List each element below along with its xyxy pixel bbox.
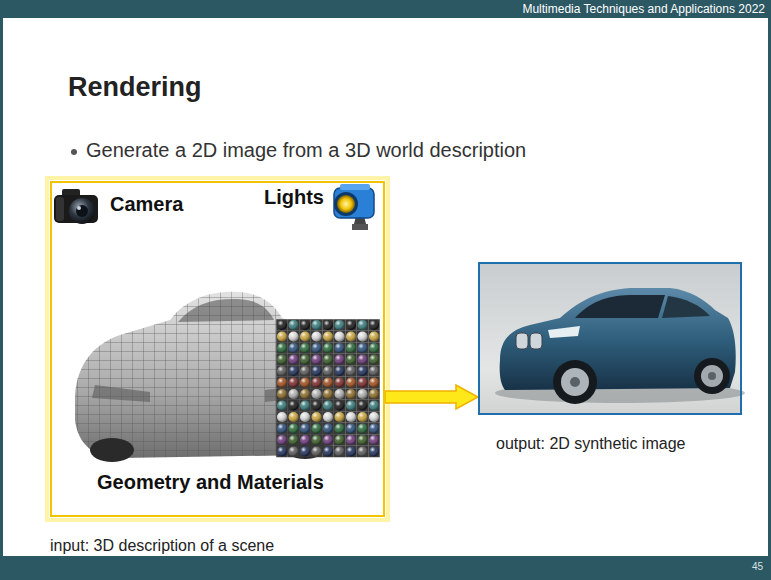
header-text: Multimedia Techniques and Applications 2…	[522, 2, 765, 16]
output-image-box: output: 2D synthetic image	[478, 262, 742, 415]
input-caption: input: 3D description of a scene	[50, 537, 274, 555]
slide-title: Rendering	[68, 72, 202, 103]
lights-label: Lights	[264, 186, 324, 209]
bullet-text: Generate a 2D image from a 3D world desc…	[86, 139, 526, 162]
geometry-label: Geometry and Materials	[97, 471, 324, 494]
output-caption: output: 2D synthetic image	[496, 435, 685, 453]
page-number: 45	[752, 561, 763, 572]
block-arrow	[385, 385, 478, 409]
camera-label: Camera	[110, 193, 183, 216]
input-scene-box: CameraLightsGeometry and Materialsinput:…	[50, 181, 385, 517]
